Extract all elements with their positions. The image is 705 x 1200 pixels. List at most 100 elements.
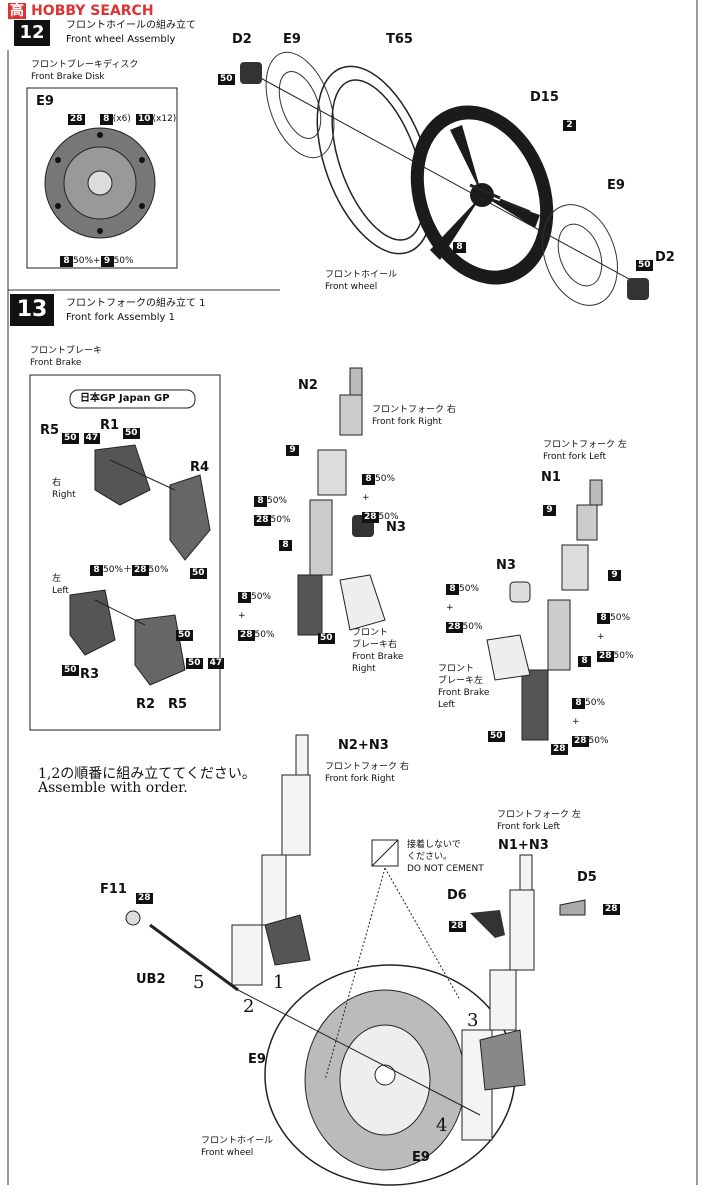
- paint-code: 50: [176, 630, 193, 641]
- mix-percent: 50%: [251, 592, 272, 602]
- paint-code: 28: [136, 893, 153, 904]
- bottom-front-wheel-jp: フロントホイール: [201, 1136, 274, 1146]
- part-d5: D5: [577, 870, 597, 885]
- plus-sign: +: [572, 717, 580, 727]
- do-not-cement-jp2: ください。: [407, 852, 453, 862]
- disk-box-label-jp: フロントブレーキディスク: [31, 60, 139, 70]
- bottom-fork-right-en: Front fork Right: [325, 774, 395, 784]
- front-wheel-label-jp: フロントホイール: [325, 270, 398, 280]
- part-t65: T65: [386, 32, 413, 47]
- part-r3: R3: [80, 667, 100, 682]
- paint-code: 28: [68, 114, 85, 125]
- paint-code: 47: [83, 433, 101, 444]
- bottom-fork-left-en: Front fork Left: [497, 822, 561, 832]
- paint-code: 8: [578, 656, 591, 667]
- mix-percent: 50%: [610, 613, 631, 623]
- part-n1: N1: [541, 470, 561, 485]
- paint-code: 9: [286, 445, 299, 456]
- paint-code: 47: [207, 658, 225, 669]
- paint-code: 50: [218, 74, 235, 85]
- bottom-fork-right-jp: フロントフォーク 右: [325, 762, 409, 772]
- paint-code: 50: [636, 260, 653, 271]
- part-e9-right: E9: [607, 178, 625, 193]
- part-d15: D15: [530, 90, 559, 105]
- part-e9-bottom-b: E9: [412, 1150, 430, 1165]
- part-e9-bottom-a: E9: [248, 1052, 266, 1067]
- fork-right-label-jp: フロントフォーク 右: [372, 405, 456, 415]
- brake-right-jp2: ブレーキ右: [352, 640, 398, 650]
- part-d6: D6: [447, 888, 467, 903]
- plus-sign: +: [93, 256, 101, 266]
- paint-code: 50: [488, 731, 505, 742]
- paint-code: 50: [186, 658, 203, 669]
- brake-box-label-en: Front Brake: [30, 358, 82, 368]
- mix-percent: 50%: [254, 630, 275, 640]
- paint-code: 28: [603, 904, 620, 915]
- watermark: 高 HOBBY SEARCH: [8, 0, 154, 20]
- watermark-logo: 高: [8, 3, 26, 19]
- brake-right-en2: Right: [352, 664, 376, 674]
- paint-code: 28: [446, 622, 463, 633]
- step-number-4: 4: [436, 1115, 448, 1136]
- part-e9-top: E9: [283, 32, 301, 47]
- front-wheel-label-en: Front wheel: [325, 282, 378, 292]
- order-instruction-jp: 1,2の順番に組み立ててください。: [38, 766, 256, 782]
- paint-code: 50: [62, 665, 79, 676]
- paint-code: 8: [90, 565, 103, 576]
- fork-left-label-en: Front fork Left: [543, 452, 607, 462]
- plus-sign: +: [238, 611, 246, 621]
- mix-percent: 50%: [375, 474, 396, 484]
- step-12-title-jp: フロントホイールの組み立て: [66, 20, 196, 31]
- paint-code: 50: [62, 433, 79, 444]
- paint-code: 8: [362, 474, 375, 485]
- bottom-fork-left-jp: フロントフォーク 左: [497, 810, 581, 820]
- paint-code: 28: [238, 630, 255, 641]
- paint-code: 9: [100, 256, 114, 267]
- left-label-jp: 左: [52, 574, 62, 584]
- disk-part-e9: E9: [36, 94, 54, 109]
- part-r5: R5: [40, 423, 60, 438]
- fork-right-label-en: Front fork Right: [372, 417, 442, 427]
- bottom-front-wheel-en: Front wheel: [201, 1148, 254, 1158]
- step-number-1: 1: [273, 972, 285, 993]
- brake-box-label-jp: フロントブレーキ: [30, 346, 103, 356]
- brake-left-en1: Front Brake: [438, 688, 490, 698]
- paint-code: 50: [190, 568, 207, 579]
- paint-code: 50: [123, 428, 140, 439]
- plus-sign: +: [446, 603, 454, 613]
- paint-code: 28: [132, 565, 149, 576]
- brake-left-jp1: フロント: [438, 664, 475, 674]
- paint-code: 8: [453, 242, 466, 253]
- brake-right-jp1: フロント: [352, 628, 389, 638]
- part-r1: R1: [100, 418, 120, 433]
- part-r5b: R5: [168, 697, 188, 712]
- watermark-text: HOBBY SEARCH: [31, 3, 154, 19]
- paint-code: 28: [362, 512, 379, 523]
- step-13-title-en: Front fork Assembly 1: [66, 312, 175, 323]
- step-number-5: 5: [193, 972, 205, 993]
- part-f11: F11: [100, 882, 127, 897]
- paint-code: 8: [279, 540, 292, 551]
- mix-percent: 50%: [588, 736, 609, 746]
- mix-percent: 50%: [73, 256, 94, 266]
- part-n3-left: N3: [496, 558, 516, 573]
- step-number-3: 3: [467, 1010, 479, 1031]
- paint-code: 8: [238, 592, 251, 603]
- part-r2: R2: [136, 697, 156, 712]
- paint-note: (x12): [152, 114, 177, 124]
- part-d2-top: D2: [232, 32, 252, 47]
- left-label-en: Left: [52, 586, 69, 596]
- paint-code: 8: [99, 114, 113, 125]
- paint-code: 28: [449, 921, 466, 932]
- part-n2: N2: [298, 378, 318, 393]
- paint-code: 8: [572, 698, 585, 709]
- mix-percent: 50%: [378, 512, 399, 522]
- paint-code: 28: [254, 515, 271, 526]
- mix-text: 50%＋: [103, 565, 133, 575]
